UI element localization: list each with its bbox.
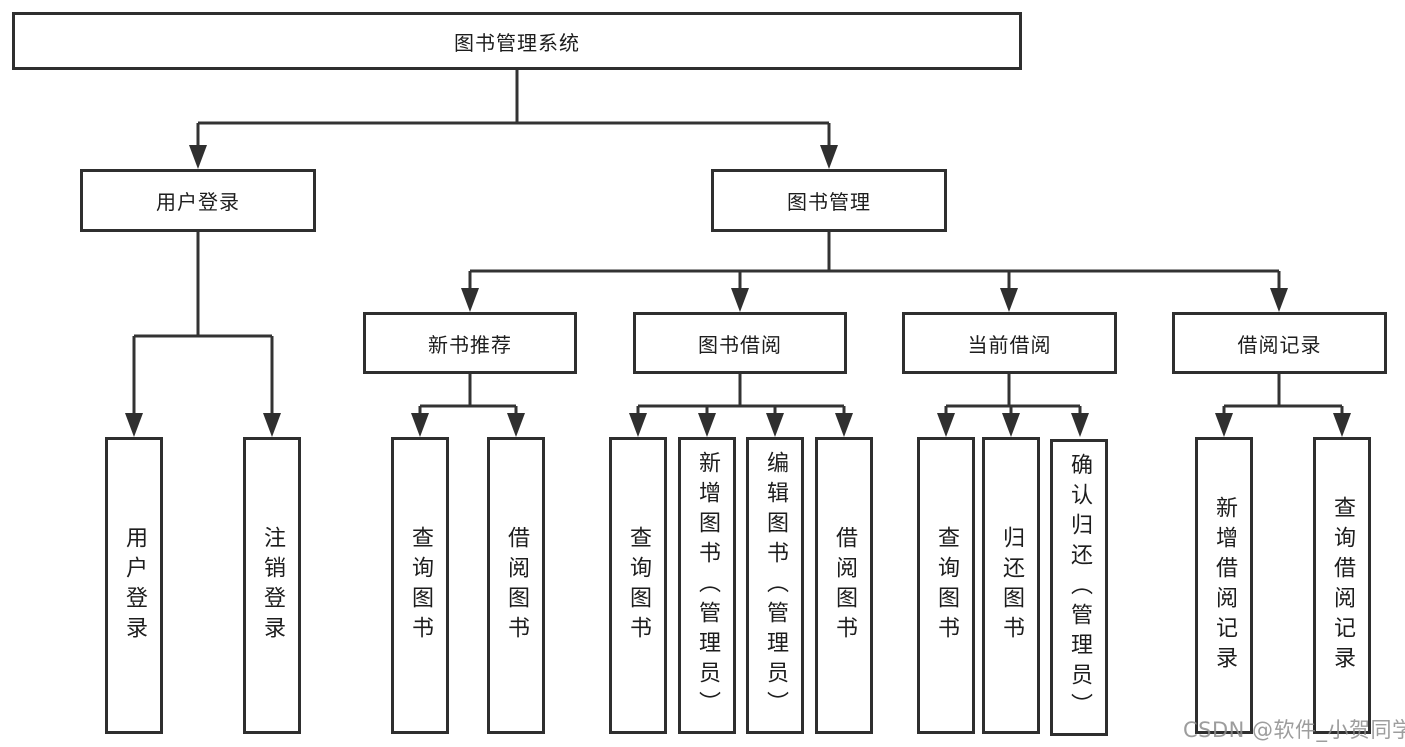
leaf-borrow-borrow-book-label: 借阅图书 bbox=[832, 525, 857, 646]
csdn-watermark: CSDN @软件_小贺同学 bbox=[1183, 718, 1405, 742]
leaf-borrow-edit-book-admin: 编辑图书（管理员） bbox=[746, 437, 804, 734]
node-borrow-record: 借阅记录 bbox=[1172, 312, 1387, 374]
leaf-recommend-query-book: 查询图书 bbox=[391, 437, 449, 734]
leaf-borrow-borrow-book: 借阅图书 bbox=[815, 437, 873, 734]
arrowhead-icons bbox=[125, 145, 1351, 437]
node-book-management: 图书管理 bbox=[711, 169, 947, 232]
node-new-book-recommend-label: 新书推荐 bbox=[428, 332, 512, 357]
node-current-borrow-label: 当前借阅 bbox=[967, 332, 1052, 357]
leaf-borrow-query-book-label: 查询图书 bbox=[626, 525, 651, 646]
leaf-recommend-query-book-label: 查询图书 bbox=[408, 525, 433, 646]
leaf-current-query-book: 查询图书 bbox=[917, 437, 975, 734]
leaf-current-return-book: 归还图书 bbox=[982, 437, 1040, 734]
leaf-recommend-borrow-book: 借阅图书 bbox=[487, 437, 545, 734]
leaf-record-query-record: 查询借阅记录 bbox=[1313, 437, 1371, 734]
leaf-logout-login: 注销登录 bbox=[243, 437, 301, 734]
leaf-borrow-query-book: 查询图书 bbox=[609, 437, 667, 734]
node-borrow-record-label: 借阅记录 bbox=[1237, 332, 1322, 357]
leaf-current-confirm-return-admin: 确认归还（管理员） bbox=[1050, 439, 1108, 736]
node-user-login: 用户登录 bbox=[80, 169, 316, 232]
leaf-recommend-borrow-book-label: 借阅图书 bbox=[504, 525, 529, 646]
leaf-record-add-record-label: 新增借阅记录 bbox=[1212, 495, 1237, 676]
node-root-label: 图书管理系统 bbox=[454, 30, 580, 55]
node-current-borrow: 当前借阅 bbox=[902, 312, 1117, 374]
node-user-login-label: 用户登录 bbox=[156, 190, 240, 214]
leaf-borrow-add-book-admin: 新增图书（管理员） bbox=[678, 437, 736, 734]
leaf-current-confirm-return-admin-label: 确认归还（管理员） bbox=[1067, 452, 1092, 723]
leaf-current-query-book-label: 查询图书 bbox=[934, 525, 959, 646]
node-new-book-recommend: 新书推荐 bbox=[363, 312, 577, 374]
leaf-record-query-record-label: 查询借阅记录 bbox=[1330, 495, 1355, 676]
node-root: 图书管理系统 bbox=[12, 12, 1022, 70]
node-book-management-label: 图书管理 bbox=[787, 190, 871, 214]
leaf-user-login-label: 用户登录 bbox=[122, 525, 147, 646]
leaf-borrow-add-book-admin-label: 新增图书（管理员） bbox=[695, 450, 720, 721]
leaf-user-login: 用户登录 bbox=[105, 437, 163, 734]
node-book-borrow: 图书借阅 bbox=[633, 312, 847, 374]
node-book-borrow-label: 图书借阅 bbox=[698, 332, 782, 357]
leaf-record-add-record: 新增借阅记录 bbox=[1195, 437, 1253, 734]
leaf-logout-login-label: 注销登录 bbox=[260, 525, 285, 646]
leaf-borrow-edit-book-admin-label: 编辑图书（管理员） bbox=[763, 450, 788, 721]
leaf-current-return-book-label: 归还图书 bbox=[999, 525, 1024, 646]
